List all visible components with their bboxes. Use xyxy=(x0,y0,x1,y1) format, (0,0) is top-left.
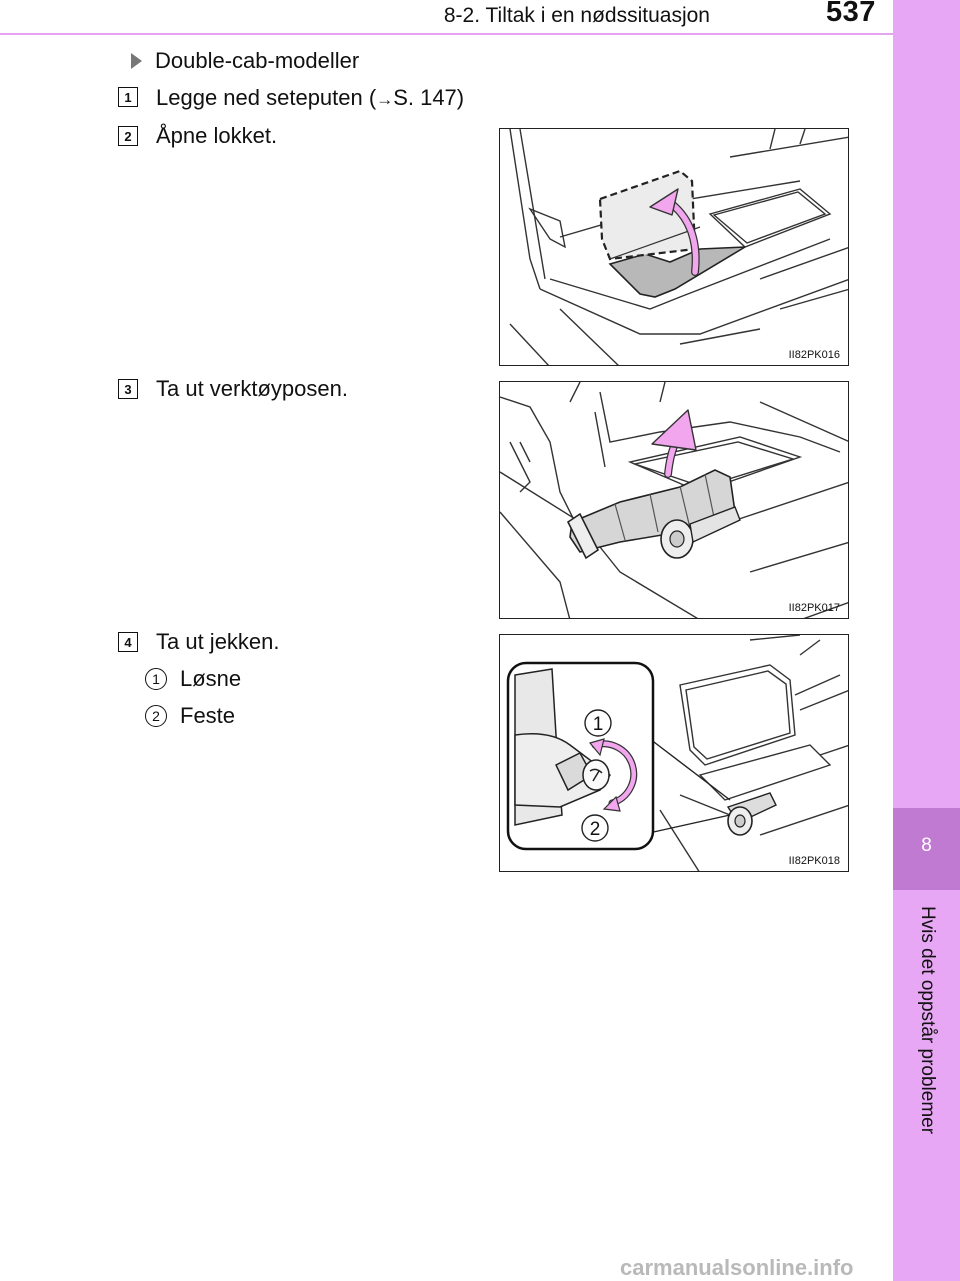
figure-open-lid: II82PK016 xyxy=(499,128,849,366)
step-text-3: Ta ut verktøyposen. xyxy=(156,376,348,401)
header-rule xyxy=(0,33,893,35)
step-number-4: 4 xyxy=(118,632,138,652)
substep-number-1: 1 xyxy=(145,668,167,690)
substep-text-1: Løsne xyxy=(180,666,242,691)
model-label: Double-cab-modeller xyxy=(155,48,360,73)
reference-arrow-icon: → xyxy=(376,90,394,109)
figure-code: II82PK016 xyxy=(788,349,840,361)
page-number: 537 xyxy=(826,0,876,28)
step-text-2: Åpne lokket. xyxy=(156,123,278,148)
substep-number-2: 2 xyxy=(145,705,167,727)
tool-bag-illustration xyxy=(500,382,848,618)
step-number-3: 3 xyxy=(118,379,138,399)
chapter-sidebar xyxy=(893,0,960,1281)
chapter-number: 8 xyxy=(921,835,932,856)
chapter-title: Hvis det oppstår problemer xyxy=(917,905,938,1135)
figure-remove-jack: 1 2 II82PK018 xyxy=(499,634,849,872)
jack-illustration: 1 2 xyxy=(506,635,848,871)
triangle-bullet-icon xyxy=(131,53,142,69)
page-reference-link[interactable]: S. 147) xyxy=(393,85,465,110)
step-text-1: Legge ned seteputen (→S. 147) xyxy=(156,85,464,111)
step-number-1: 1 xyxy=(118,87,138,107)
model-bullet: Double-cab-modeller xyxy=(131,48,359,74)
watermark: carmanualsonline.info xyxy=(620,1255,854,1280)
step-text-4: Ta ut jekken. xyxy=(156,629,280,654)
section-title: 8-2. Tiltak i en nødssituasjon xyxy=(443,4,710,27)
step-number-2: 2 xyxy=(118,126,138,146)
open-lid-illustration xyxy=(509,129,848,365)
substep-text-2: Feste xyxy=(180,703,236,728)
step-1-label: Legge ned seteputen ( xyxy=(156,85,377,110)
callout-2: 2 xyxy=(590,819,601,840)
figure-code: II82PK017 xyxy=(788,602,840,614)
callout-1: 1 xyxy=(593,714,604,735)
chapter-tab[interactable]: 8 xyxy=(893,808,960,890)
page-header: 8-2. Tiltak i en nødssituasjon 537 xyxy=(0,0,893,38)
figure-code: II82PK018 xyxy=(788,855,840,867)
figure-tool-bag: II82PK017 xyxy=(499,381,849,619)
